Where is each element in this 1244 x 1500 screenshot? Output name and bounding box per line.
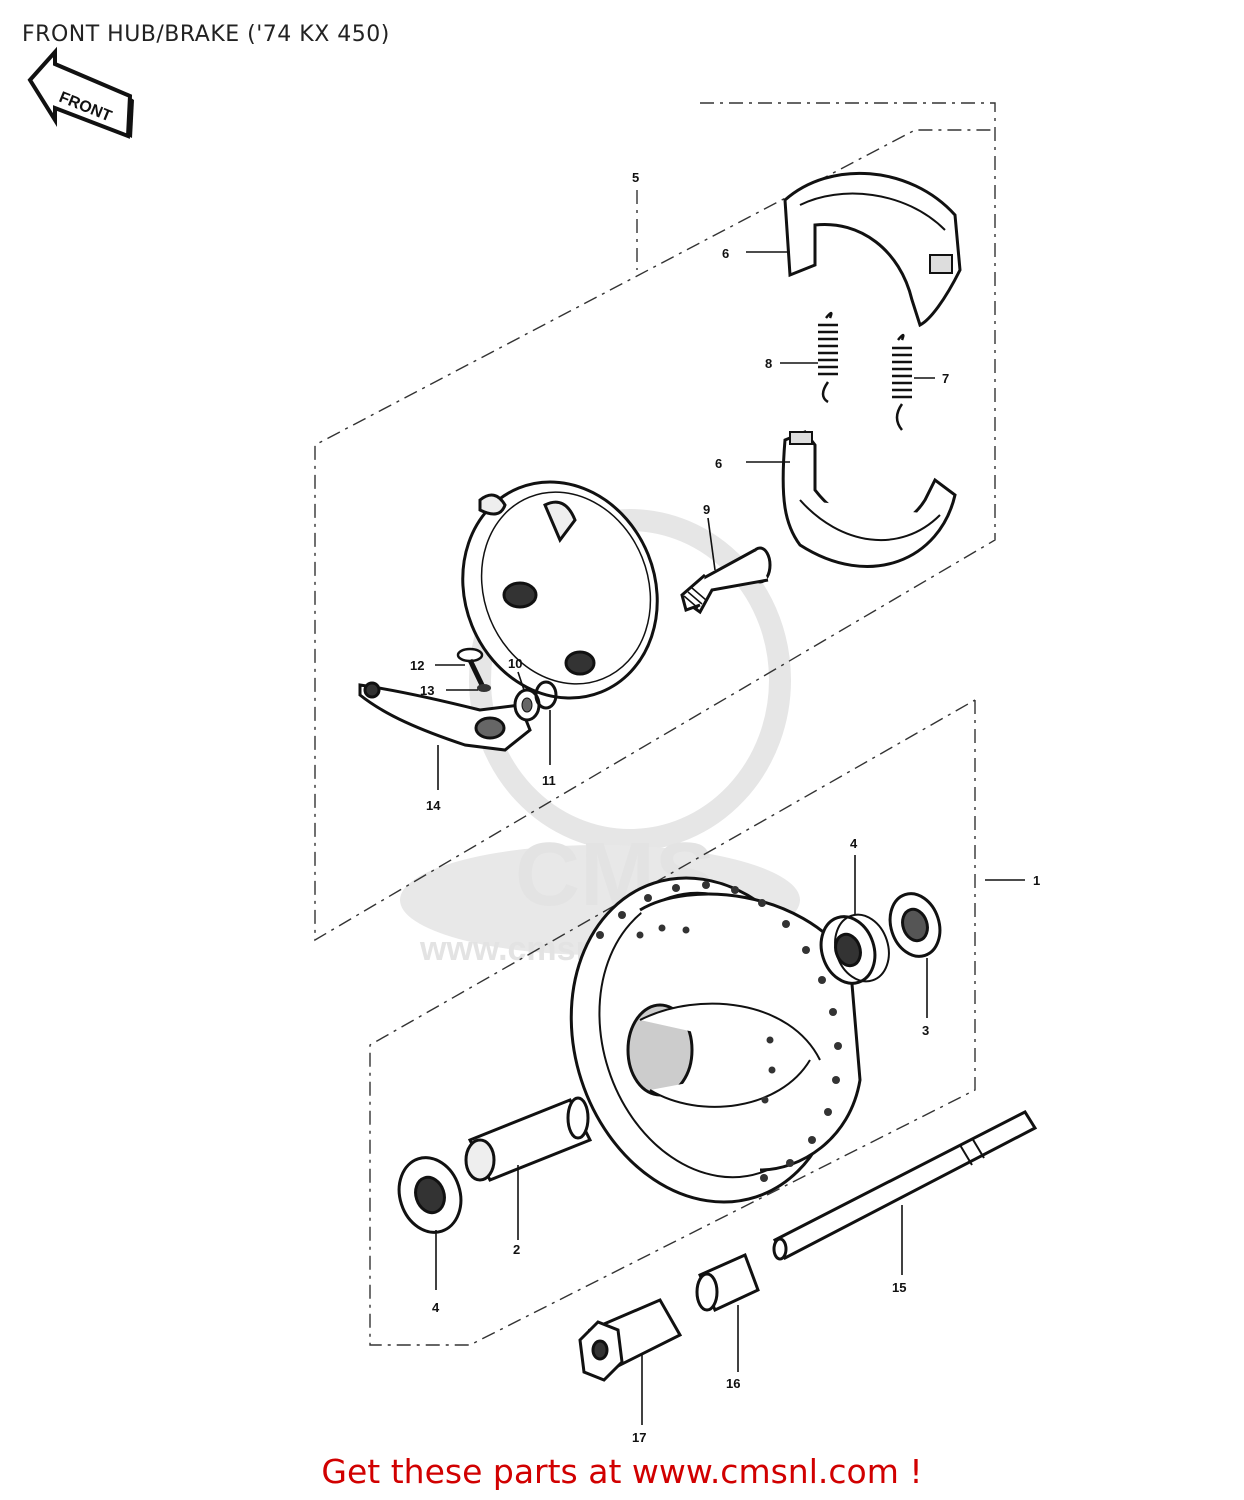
leader-lines <box>435 251 1025 1425</box>
callout-4-lower: 4 <box>432 1300 440 1315</box>
callout-10: 10 <box>508 656 522 671</box>
spring-7-icon <box>892 333 912 431</box>
page-title: FRONT HUB/BRAKE ('74 KX 450) <box>22 22 390 47</box>
callout-17: 17 <box>632 1430 646 1445</box>
callout-5: 5 <box>632 170 639 185</box>
washer-10-icon <box>513 688 541 722</box>
bearing-4-lower <box>397 1156 463 1234</box>
bolt-12-icon <box>456 647 485 687</box>
callout-2: 2 <box>513 1242 520 1257</box>
brake-panel-group-outline <box>314 102 996 942</box>
front-hub <box>569 876 862 1204</box>
footer-link-text[interactable]: Get these parts at www.cmsnl.com ! <box>321 1452 923 1491</box>
axle-15 <box>772 1110 1038 1261</box>
cam-lever <box>358 681 532 752</box>
callout-13: 13 <box>420 683 434 698</box>
oil-seal-11-icon <box>534 680 558 710</box>
spacer-2 <box>464 1096 593 1182</box>
spring-8-icon <box>818 311 838 404</box>
brake-shoe-lower <box>781 430 957 568</box>
brake-shoe-upper <box>783 171 962 328</box>
callout-6-upper: 6 <box>722 246 729 261</box>
callout-16: 16 <box>726 1376 740 1391</box>
front-arrow-icon: FRONT <box>27 46 134 139</box>
callout-7: 7 <box>942 371 949 386</box>
callout-9: 9 <box>703 502 710 517</box>
callout-1: 1 <box>1033 873 1040 888</box>
nut-13-icon <box>477 684 491 692</box>
bearing-4-upper <box>819 913 890 985</box>
brake-panel <box>461 480 659 700</box>
callout-12: 12 <box>410 658 424 673</box>
callout-4-upper: 4 <box>850 836 858 851</box>
callout-8: 8 <box>765 356 772 371</box>
hub-group-outline <box>369 699 976 1346</box>
axle-nut-17 <box>578 1298 683 1382</box>
brake-cam <box>680 546 772 615</box>
callout-14: 14 <box>426 798 441 813</box>
collar-16 <box>695 1252 760 1313</box>
callout-11: 11 <box>542 773 556 788</box>
callout-3: 3 <box>922 1023 929 1038</box>
oil-seal-3 <box>888 892 942 958</box>
callout-6-lower: 6 <box>715 456 722 471</box>
callout-15: 15 <box>892 1280 906 1295</box>
